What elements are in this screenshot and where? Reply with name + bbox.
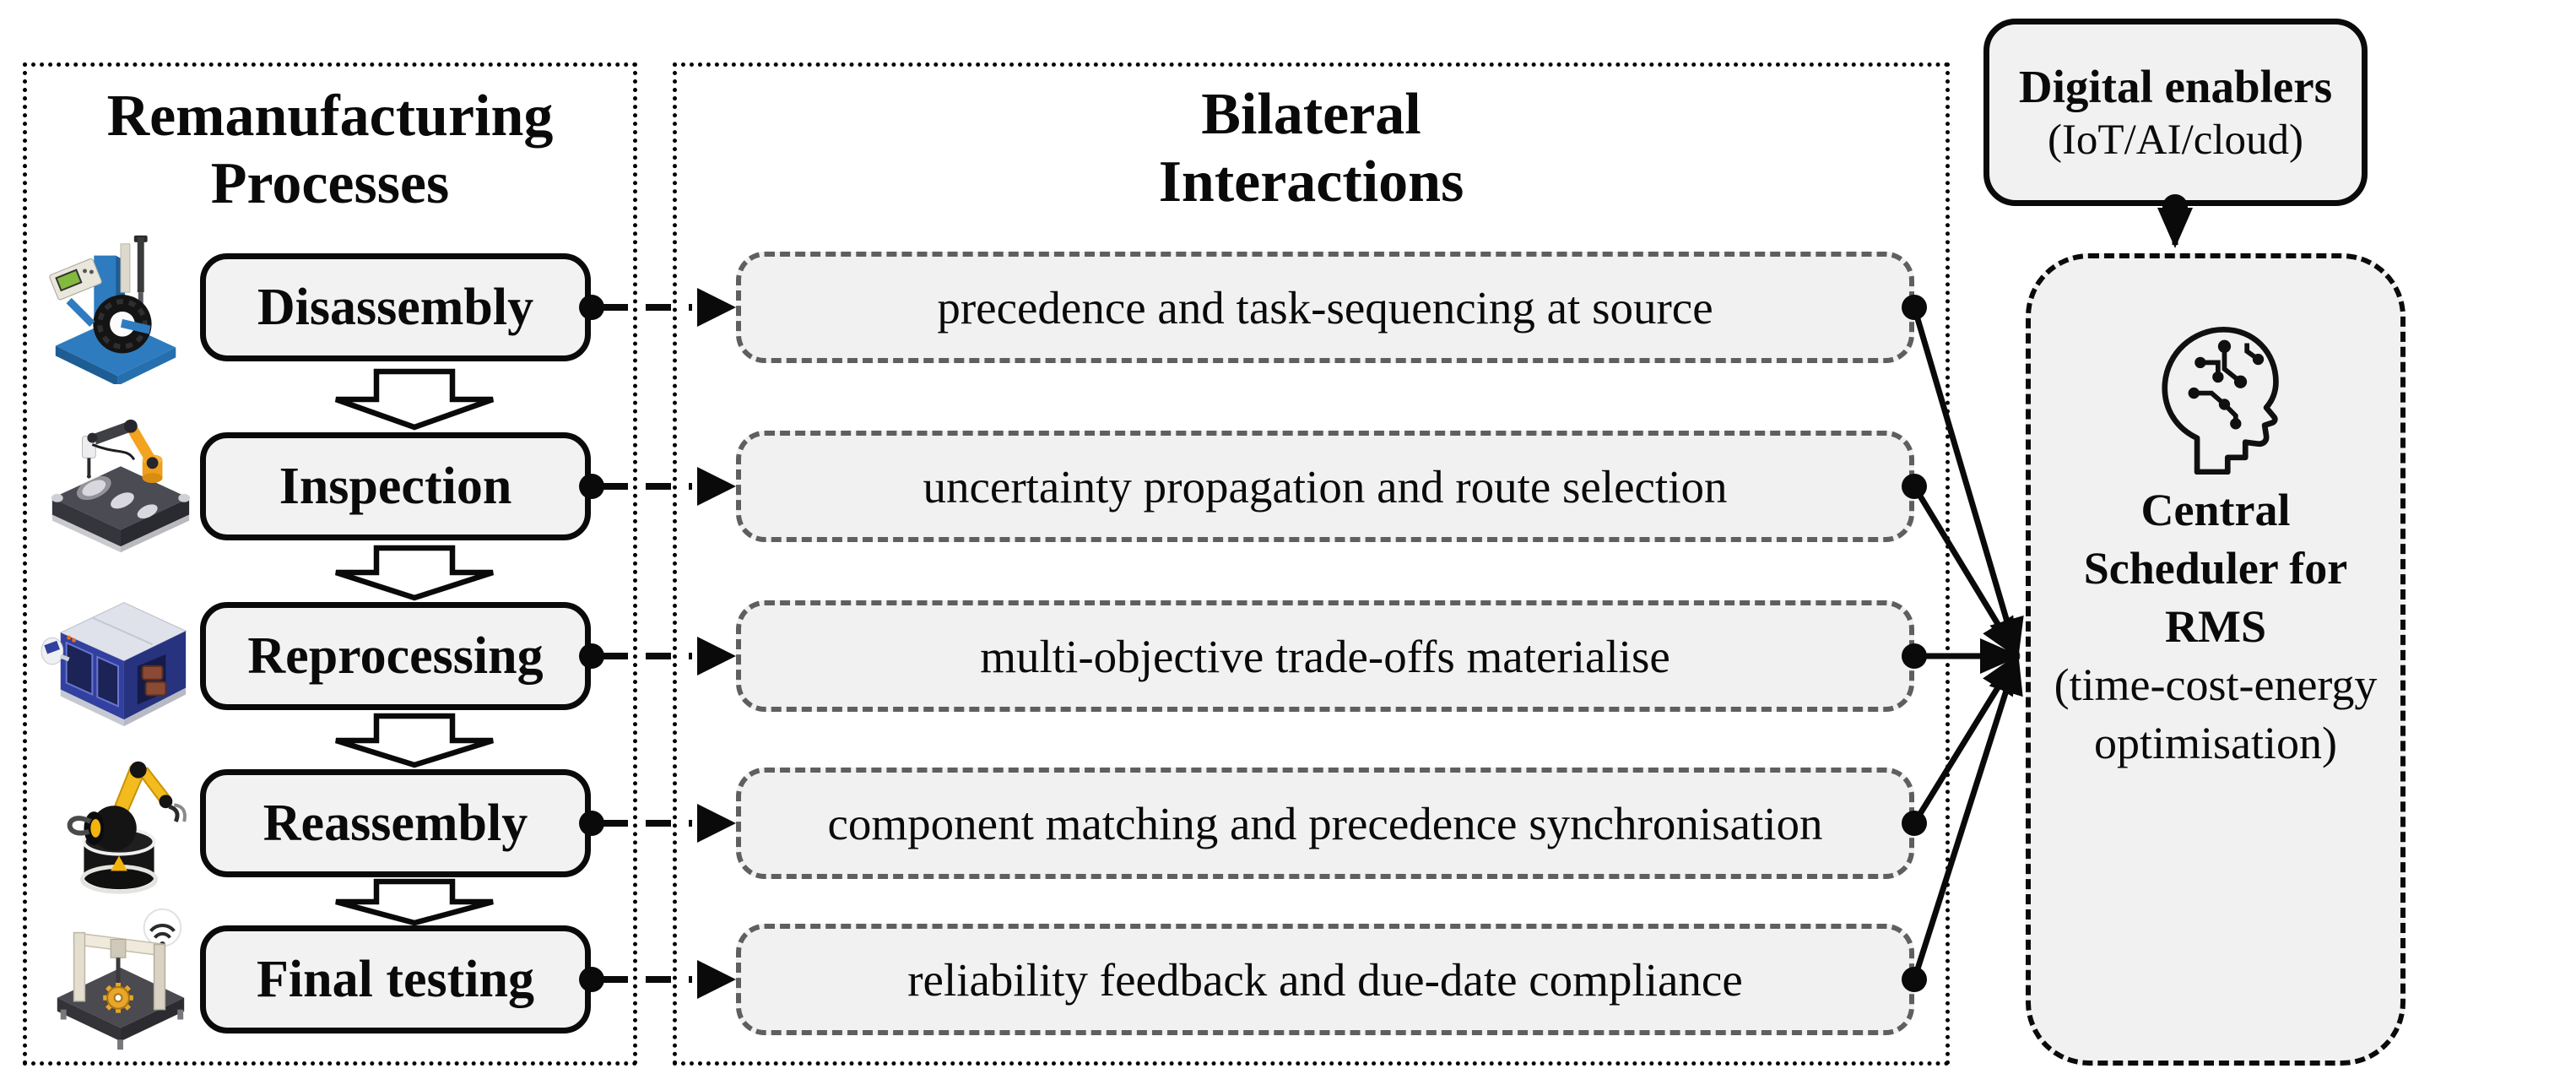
process-box-disassembly: Disassembly bbox=[200, 253, 591, 361]
central-scheduler-line1: Central bbox=[2140, 485, 2291, 535]
tire-changer-icon bbox=[41, 231, 199, 384]
interaction-label: multi-objective trade-offs materialise bbox=[980, 630, 1670, 682]
process-label: Inspection bbox=[279, 457, 512, 515]
process-box-reprocessing: Reprocessing bbox=[200, 602, 591, 710]
assembly-robot-icon bbox=[41, 746, 199, 900]
interaction-box-3: multi-objective trade-offs materialise bbox=[736, 600, 1914, 712]
interaction-label: component matching and precedence synchr… bbox=[827, 797, 1823, 849]
central-scheduler-line3: RMS bbox=[2165, 601, 2266, 652]
process-box-inspection: Inspection bbox=[200, 432, 591, 540]
process-label: Reassembly bbox=[262, 794, 528, 852]
central-scheduler-line4: (time-cost-energy bbox=[2054, 659, 2378, 710]
interaction-box-2: uncertainty propagation and route select… bbox=[736, 431, 1914, 542]
cmm-machine-icon bbox=[41, 903, 199, 1056]
remanufacturing-processes-panel bbox=[23, 62, 637, 1066]
digital-enablers-subtitle: (IoT/AI/cloud) bbox=[2047, 117, 2304, 164]
central-scheduler-line5: optimisation) bbox=[2094, 718, 2337, 768]
process-box-reassembly: Reassembly bbox=[200, 769, 591, 877]
ai-head-icon bbox=[2147, 317, 2284, 475]
process-label: Disassembly bbox=[257, 278, 534, 336]
cnc-machine-icon bbox=[41, 579, 199, 733]
interaction-label: reliability feedback and due-date compli… bbox=[907, 953, 1743, 1006]
middle-panel-title-line1: Bilateral bbox=[1201, 82, 1421, 147]
process-label: Reprocessing bbox=[247, 627, 544, 685]
middle-panel-title: Bilateral Interactions bbox=[673, 81, 1950, 216]
interaction-label: uncertainty propagation and route select… bbox=[923, 460, 1728, 513]
process-box-final-testing: Final testing bbox=[200, 925, 591, 1033]
middle-panel-title-line2: Interactions bbox=[1158, 149, 1464, 214]
central-scheduler-line2: Scheduler for bbox=[2083, 543, 2348, 594]
inspection-robot-icon bbox=[41, 410, 199, 563]
interaction-box-5: reliability feedback and due-date compli… bbox=[736, 924, 1914, 1035]
digital-enablers-box: Digital enablers (IoT/AI/cloud) bbox=[1983, 19, 2368, 206]
interaction-box-1: precedence and task-sequencing at source bbox=[736, 252, 1914, 363]
central-scheduler-box: Central Scheduler for RMS (time-cost-ene… bbox=[2026, 253, 2406, 1066]
digital-enablers-title: Digital enablers bbox=[2018, 61, 2333, 112]
interaction-label: precedence and task-sequencing at source bbox=[937, 281, 1713, 334]
left-panel-title-line1: Remanufacturing bbox=[106, 84, 554, 149]
interaction-box-4: component matching and precedence synchr… bbox=[736, 768, 1914, 879]
process-label: Final testing bbox=[257, 950, 534, 1008]
left-panel-title-line2: Processes bbox=[210, 151, 450, 216]
left-panel-title: Remanufacturing Processes bbox=[23, 83, 637, 218]
